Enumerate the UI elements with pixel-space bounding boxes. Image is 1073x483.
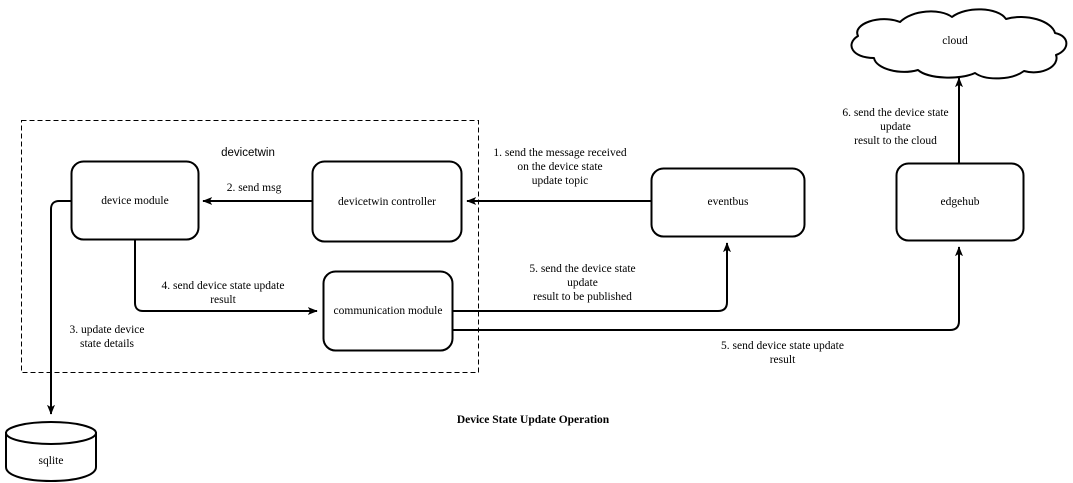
edge-1-label-line1: 1. send the message received <box>493 147 627 159</box>
cloud-label: cloud <box>942 35 968 47</box>
devicetwin-controller-label: devicetwin controller <box>337 196 437 208</box>
edge-3-arrow <box>47 200 71 415</box>
edge-1-label-line3: update topic <box>531 175 589 187</box>
communication-module-label: communication module <box>333 305 443 317</box>
edge-3-label-line2: state details <box>80 338 134 350</box>
edge-1-label: 1. send the message received on the devi… <box>472 146 648 188</box>
edge-5a-label-line1: 5. send the device state <box>529 263 636 275</box>
edge-5a-label-line3: result to be published <box>533 291 632 303</box>
edge-3-label: 3. update device state details <box>57 323 157 351</box>
devicetwin-group-label: devicetwin <box>221 147 275 159</box>
edge-5b-label: 5. send device state update result <box>705 339 860 367</box>
figure-caption: Device State Update Operation <box>456 414 610 426</box>
device-module-label: device module <box>101 195 169 207</box>
edgehub-label: edgehub <box>940 196 980 208</box>
edge-6-label-line3: result to the cloud <box>854 135 937 147</box>
edge-6-label-line2: update <box>880 121 911 133</box>
eventbus-label: eventbus <box>707 196 749 208</box>
edge-6-label: 6. send the device state update result t… <box>827 106 964 148</box>
edge-1-label-line2: on the device state <box>517 161 603 173</box>
sqlite-cylinder-top <box>5 421 97 445</box>
edge-2-label-line1: 2. send msg <box>226 182 282 194</box>
edge-6-label-line1: 6. send the device state <box>842 107 949 119</box>
edge-4-label-line2: result <box>210 294 236 306</box>
edge-5b-label-line1: 5. send device state update <box>721 340 844 352</box>
edge-5a-label-line2: update <box>567 277 598 289</box>
sqlite-label: sqlite <box>38 455 64 467</box>
edge-4-label: 4. send device state update result <box>148 279 298 307</box>
edge-3-label-line1: 3. update device <box>69 324 145 336</box>
edge-4-label-line1: 4. send device state update <box>161 280 285 292</box>
edge-2-label: 2. send msg <box>196 181 312 195</box>
edge-5b-label-line2: result <box>769 354 796 366</box>
edge-5a-label: 5. send the device state update result t… <box>509 262 656 304</box>
